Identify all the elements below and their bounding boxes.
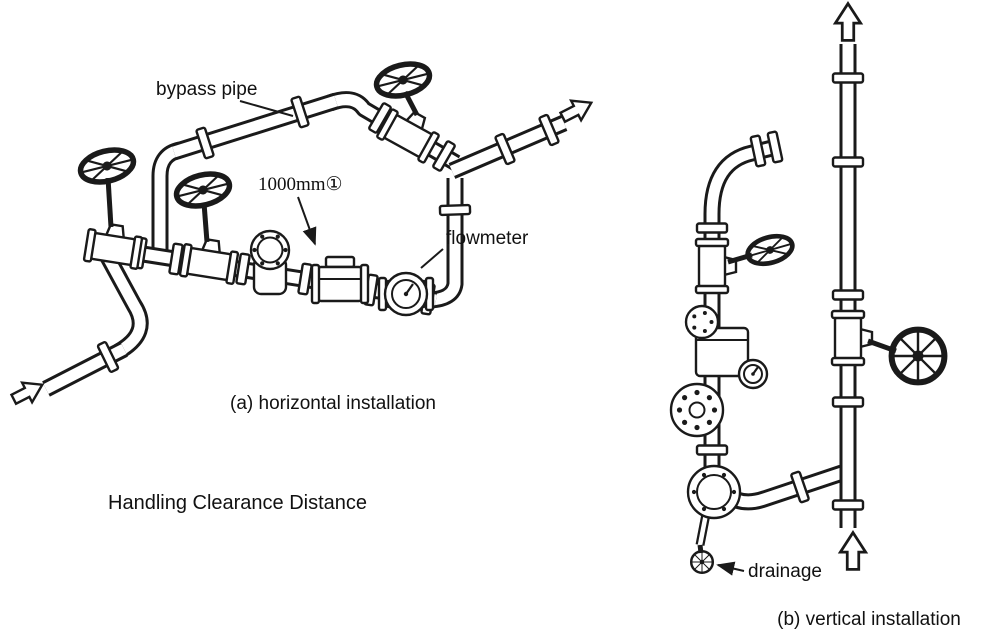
gate-valve-second xyxy=(173,169,241,286)
drain-valve xyxy=(689,544,715,575)
flowmeter-label: flowmeter xyxy=(446,228,529,249)
handwheel-icon xyxy=(77,145,137,187)
caption-vertical-installation: (b) vertical installation xyxy=(777,609,961,630)
drainage-label: drainage xyxy=(748,561,822,582)
flowmeter-body xyxy=(310,255,370,305)
bypass-gate-valve xyxy=(373,59,445,165)
flowmeter-vertical xyxy=(684,304,769,390)
label-drainage: drainage xyxy=(716,561,822,582)
riser-gate-valve xyxy=(830,309,945,383)
top-flow-arrow-icon xyxy=(833,2,863,42)
stack-gate-valve xyxy=(694,231,796,295)
caption-horizontal-installation: (a) horizontal installation xyxy=(230,393,436,414)
label-bypass-pipe: bypass pipe xyxy=(156,79,294,117)
indicator-valve xyxy=(377,271,435,317)
handwheel-icon xyxy=(892,330,945,383)
clearance-dimension-label: 1000mm① xyxy=(258,174,343,195)
handwheel-icon xyxy=(744,231,795,268)
handwheel-icon xyxy=(373,59,433,101)
inlet-flow-arrow-icon xyxy=(7,373,49,411)
handwheel-icon xyxy=(689,549,715,575)
gate-valve-left xyxy=(77,145,145,271)
figure-heading: Handling Clearance Distance xyxy=(108,492,367,514)
strainer xyxy=(249,229,291,296)
handwheel-icon xyxy=(173,169,233,211)
label-clearance-dimension: 1000mm① xyxy=(258,174,343,246)
diagram-vertical-installation: drainage (b) vertical installation xyxy=(669,2,961,630)
bypass-pipe-label: bypass pipe xyxy=(156,79,257,100)
label-flowmeter: flowmeter xyxy=(420,228,529,269)
strainer-vertical xyxy=(686,464,742,520)
bottom-flow-arrow-icon xyxy=(838,531,868,571)
diagram-horizontal-installation: bypass pipe 1000mm① flowmeter (a) horizo… xyxy=(7,59,598,414)
bolted-flange-disc xyxy=(669,382,725,438)
